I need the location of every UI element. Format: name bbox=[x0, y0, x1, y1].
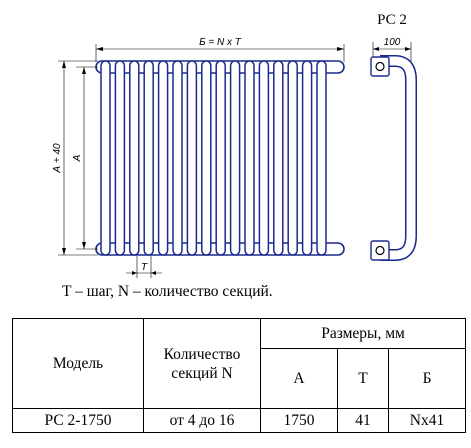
section-tube bbox=[287, 60, 298, 256]
side-view: РС 2 100 bbox=[370, 12, 417, 261]
height-inner-label: А bbox=[72, 154, 83, 162]
spec-table: Модель Количество секций N Размеры, мм А… bbox=[12, 318, 467, 433]
header-dim-b: Б bbox=[387, 348, 467, 409]
section-tube bbox=[143, 60, 154, 256]
table-row: РС 2-1750 от 4 до 16 1750 41 Nx41 bbox=[12, 408, 467, 433]
pitch-label: T bbox=[141, 262, 148, 273]
section-tube bbox=[114, 60, 126, 256]
top-bracket-hole-icon bbox=[375, 61, 385, 72]
cell-a: 1750 bbox=[260, 408, 338, 433]
cell-t: 41 bbox=[337, 408, 389, 433]
section-tube bbox=[229, 60, 241, 256]
width-dimension: Б = N x T bbox=[95, 37, 345, 62]
section-tube bbox=[273, 60, 284, 256]
height-outer-dimension: А + 40 bbox=[52, 60, 98, 256]
cell-b: Nx41 bbox=[387, 408, 467, 433]
header-model: Модель bbox=[12, 318, 144, 409]
width-label: Б = N x T bbox=[199, 37, 242, 48]
bottom-bracket-hole-icon bbox=[375, 245, 385, 256]
side-tube-outer bbox=[380, 55, 417, 261]
section-tube bbox=[172, 60, 183, 256]
height-inner-dimension: А bbox=[72, 66, 98, 250]
side-tube-inner bbox=[380, 56, 416, 260]
cell-model: РС 2-1750 bbox=[12, 408, 144, 433]
front-view: Б = N x T А + 40 А T bbox=[52, 37, 345, 278]
section-tube bbox=[215, 60, 226, 256]
section-tube bbox=[186, 60, 198, 256]
section-tube bbox=[316, 60, 327, 256]
section-tube bbox=[244, 60, 255, 256]
section-tube bbox=[129, 60, 140, 256]
header-count-line2: секций N bbox=[171, 364, 233, 382]
height-outer-label: А + 40 bbox=[52, 143, 63, 174]
header-dim-a: А bbox=[260, 348, 338, 409]
header-dim-t: Т bbox=[337, 348, 389, 409]
section-tubes bbox=[100, 60, 327, 256]
cell-count: от 4 до 16 bbox=[143, 408, 261, 433]
section-tube bbox=[258, 60, 270, 256]
legend-caption: T – шаг, N – количество секций. bbox=[62, 283, 273, 300]
header-count: Количество секций N bbox=[143, 318, 261, 409]
section-tube bbox=[157, 60, 169, 256]
side-view-title: РС 2 bbox=[377, 12, 407, 28]
pitch-dimension: T bbox=[126, 256, 162, 278]
section-tube bbox=[201, 60, 212, 256]
header-count-line1: Количество bbox=[163, 345, 241, 363]
header-dimensions: Размеры, мм bbox=[259, 318, 467, 349]
depth-label: 100 bbox=[384, 37, 401, 48]
section-tube bbox=[100, 60, 111, 256]
section-tube bbox=[301, 60, 313, 256]
